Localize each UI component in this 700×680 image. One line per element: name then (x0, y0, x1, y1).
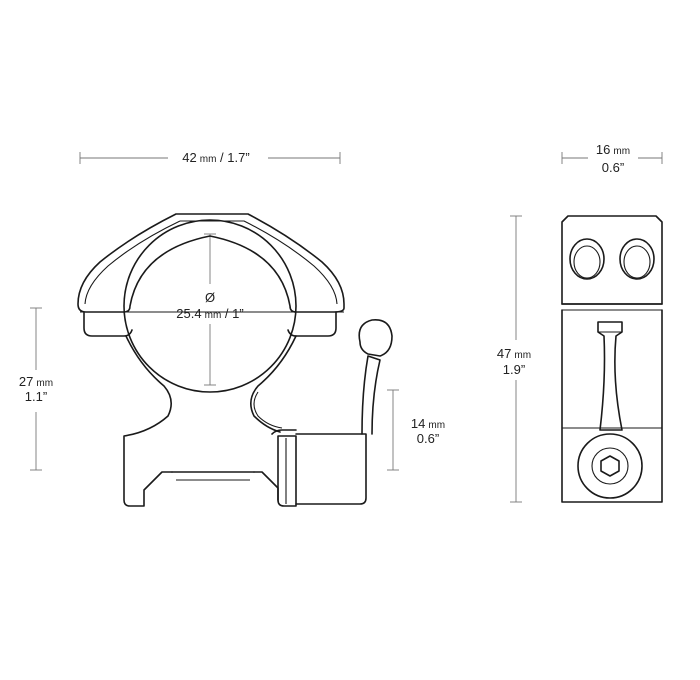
hex-socket-icon (600, 455, 620, 477)
total-height-label-imperial: 1.9” (503, 362, 525, 377)
diameter-symbol: Ø (205, 290, 215, 305)
height-label-imperial: 1.1” (25, 389, 47, 404)
lever-bolt-outer (577, 433, 643, 499)
ring-front-view (77, 213, 393, 507)
cap-screw-hole-left (569, 238, 605, 280)
cap-screw-hole-right (619, 238, 655, 280)
lever-bolt-inner (591, 447, 629, 485)
ring-side-view (561, 215, 663, 503)
lever-label-imperial: 0.6” (417, 431, 439, 446)
depth-label-imperial: 0.6” (602, 160, 624, 175)
